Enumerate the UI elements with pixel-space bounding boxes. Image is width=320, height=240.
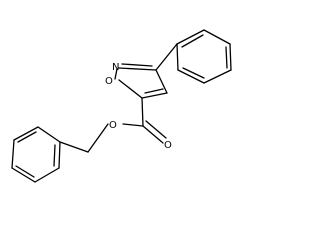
ph2-b6 xyxy=(58,141,61,169)
bond-n-c3 xyxy=(118,67,157,71)
ph2-d1 xyxy=(17,131,37,143)
ph2-d3 xyxy=(53,144,56,167)
atom-label-o-ester: O xyxy=(109,120,117,131)
bond-c-o-double-b xyxy=(145,120,167,139)
ph2-b5 xyxy=(34,167,60,183)
bond-c5-o1 xyxy=(118,79,143,99)
bond-o-ch2 xyxy=(87,123,109,153)
ph1-b5 xyxy=(177,69,205,84)
bond-c3-ph xyxy=(155,43,178,71)
ph2-b1 xyxy=(37,126,61,143)
structure-drawing: N O O O xyxy=(11,29,232,183)
ph1-b1 xyxy=(176,29,205,45)
bond-c4-c5-double xyxy=(144,88,164,94)
ph1-d1 xyxy=(181,34,204,48)
bond-c5-cc xyxy=(141,97,144,127)
ph1-b2 xyxy=(203,29,231,45)
ph1-b4 xyxy=(203,69,232,84)
atom-label-o-ring: O xyxy=(105,76,113,87)
ph2-b2 xyxy=(13,126,39,141)
bond-o1-n xyxy=(114,68,118,80)
bond-c-o-double-a xyxy=(142,125,164,144)
atom-label-n: N xyxy=(112,62,119,73)
bond-n-c3-double xyxy=(121,63,153,67)
atom-label-o-carbonyl: O xyxy=(164,140,172,151)
bond-c3-c4 xyxy=(155,69,168,94)
bond-c4-c5 xyxy=(141,92,168,99)
ph1-d2 xyxy=(225,46,228,69)
ph1-d3 xyxy=(182,67,205,79)
bond-ch2-ph xyxy=(59,141,89,153)
ph1-b3 xyxy=(229,43,232,71)
ph2-b3 xyxy=(11,139,15,169)
ph2-b4 xyxy=(11,167,36,183)
ph2-d2 xyxy=(15,165,35,178)
ph1-b6 xyxy=(176,43,179,71)
bond-c-o-single xyxy=(122,123,144,127)
molecule-canvas: N O O O xyxy=(11,29,232,183)
